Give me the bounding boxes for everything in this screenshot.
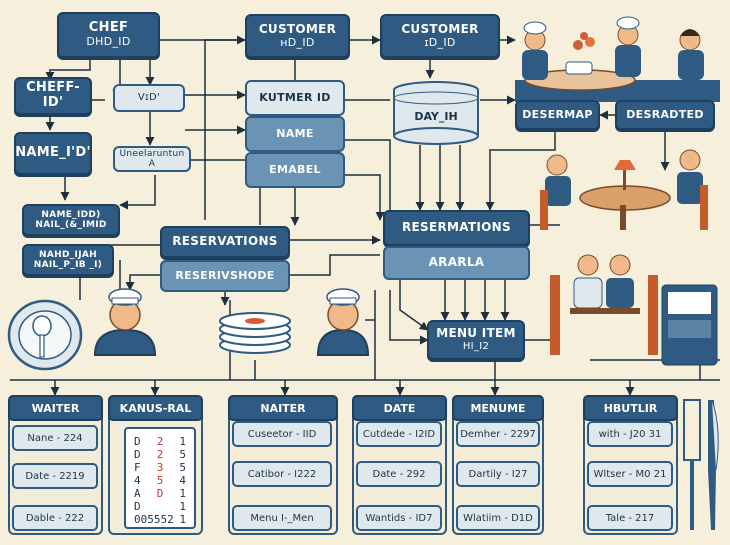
customer-title-2: CUSTOMER	[401, 21, 479, 36]
list-item: Wantids - ID7	[356, 505, 442, 531]
desradted-box: DESRADTED	[615, 100, 715, 130]
receipt-row: F 3 5	[134, 461, 186, 474]
receipt-cell: 5	[156, 474, 164, 487]
menume-panel: MENUME Demher - 2297 Dartily - I27 Wlati…	[452, 395, 544, 535]
name-idd-line1: NAME_IDD)	[41, 209, 101, 220]
table-scene-illustration	[540, 149, 708, 230]
waiter-panel: WAITER Nane - 224 Date - 2219 Dable - 22…	[8, 395, 103, 535]
receipt-cell: 1	[179, 487, 186, 500]
plate-illustration	[7, 299, 83, 371]
list-item: Cuseetor - IID	[232, 421, 332, 447]
chef-title: CHEF	[88, 20, 129, 36]
menu-item-title: MENU ITEM	[436, 326, 516, 341]
name-idd-line2: NAIL_(&_IMID	[35, 220, 107, 230]
receipt-cell: 005552	[134, 513, 174, 526]
menu-item-box: MENU ITEM HI_I2	[427, 320, 525, 360]
menu-item-sub: HI_I2	[462, 341, 490, 353]
cheff-id-box: CHEFF-ID'	[14, 77, 92, 115]
kanus-header: KANUS-RAL	[108, 395, 203, 421]
plate-stack-illustration	[219, 312, 291, 354]
vid-box: VɪD'	[113, 84, 185, 112]
list-item: Wltser - M0 21	[587, 461, 673, 487]
cutlery-illustration	[683, 399, 719, 530]
list-item: Cutdede - I2ID	[356, 421, 442, 447]
kutmer-id-field: KUTMER ID	[245, 80, 345, 116]
receipt-cell: 4	[134, 474, 141, 487]
receipt-cell: 1	[179, 435, 186, 448]
hbutlr-panel: HBUTLIR with - J20 31 Wltser - M0 21 Tal…	[583, 395, 678, 535]
receipt-row: D 2 5	[134, 448, 186, 461]
naiter-header: NAITER	[228, 395, 338, 421]
list-item: Tale - 217	[587, 505, 673, 531]
receipt-cell: 5	[179, 461, 186, 474]
receipt-row: A D 1	[134, 487, 186, 500]
receipt-cell: D	[134, 435, 141, 448]
receipt-row: 005552 1	[134, 513, 186, 526]
unce-box: Uneelaruntun A	[113, 146, 191, 172]
chef-figure	[93, 288, 157, 356]
list-item: Menu I-_Men	[232, 505, 332, 531]
receipt-cell: 1	[179, 500, 186, 513]
receipt-row: D 2 1	[134, 435, 186, 448]
emabel-field: EMABEL	[245, 152, 345, 188]
receipt-cell: D	[134, 500, 141, 513]
receipt-cell: 2	[156, 435, 164, 448]
chef-id: DHD_ID	[86, 35, 131, 49]
receipt-cell: 5	[179, 448, 186, 461]
customer-id-2: ɪD_ID	[424, 35, 456, 49]
receipt-cell: 4	[179, 474, 186, 487]
nahd-box: NAHD_IJAH NAIL_P_IB _I)	[22, 244, 114, 276]
chef-figure	[316, 288, 370, 356]
customer-entity-2: CUSTOMER ɪD_ID	[380, 14, 500, 58]
date-header: DATE	[352, 395, 447, 421]
date-panel: DATE Cutdede - I2ID Date - 292 Wantids -…	[352, 395, 447, 535]
waiter-header: WAITER	[8, 395, 103, 421]
naiter-panel: NAITER Cuseetor - IID Catibor - I222 Men…	[228, 395, 338, 535]
reserivshode-box: RESERIVSHODE	[160, 260, 290, 292]
day-ih-label: DAY_IH	[414, 110, 458, 123]
connector-lines	[10, 35, 720, 396]
menume-header: MENUME	[452, 395, 544, 421]
nahd-line2: NAIL_P_IB _I)	[33, 260, 103, 270]
day-ih-cylinder: DAY_IH	[392, 80, 480, 146]
receipt-cell: 1	[179, 513, 186, 526]
name-field: NAME	[245, 116, 345, 152]
receipt-cell: D	[156, 487, 164, 500]
list-item: Date - 292	[356, 461, 442, 487]
receipt-row: 4 5 4	[134, 474, 186, 487]
hbutlr-header: HBUTLIR	[583, 395, 678, 421]
customer-title: CUSTOMER	[258, 21, 337, 36]
chef-entity: CHEF DHD_ID	[57, 12, 160, 58]
desermap-box: DESERMAP	[515, 100, 600, 130]
receipt-cell: 3	[156, 461, 164, 474]
name-idd-box: NAME_IDD) NAIL_(&_IMID	[22, 204, 120, 236]
list-item: Nane - 224	[12, 425, 98, 451]
cylinder-shape	[393, 81, 479, 145]
service-scene-illustration	[550, 254, 718, 366]
name-id-box: NAME_I'D'	[14, 132, 92, 175]
list-item: Wlatiim - D1D	[456, 505, 540, 531]
receipt-cell: 2	[156, 448, 164, 461]
nahd-line1: NAHD_IJAH	[39, 249, 97, 260]
receipt-cell: A	[134, 487, 141, 500]
reservations-box: RESERVATIONS	[160, 226, 290, 258]
list-item: Demher - 2297	[456, 421, 540, 447]
dining-scene-illustration	[515, 16, 720, 102]
list-item: Date - 2219	[12, 463, 98, 489]
ararla-box: ARARLA	[383, 246, 530, 280]
receipt-cell: F	[134, 461, 141, 474]
list-item: Dartily - I27	[456, 461, 540, 487]
list-item: with - J20 31	[587, 421, 673, 447]
resermations-box: RESERMATIONS	[383, 210, 530, 246]
list-item: Dable - 222	[12, 505, 98, 531]
list-item: Catibor - I222	[232, 461, 332, 487]
customer-entity: CUSTOMER ʜD_ID	[245, 14, 350, 58]
receipt-cell: D	[134, 448, 141, 461]
customer-id: ʜD_ID	[280, 35, 315, 49]
